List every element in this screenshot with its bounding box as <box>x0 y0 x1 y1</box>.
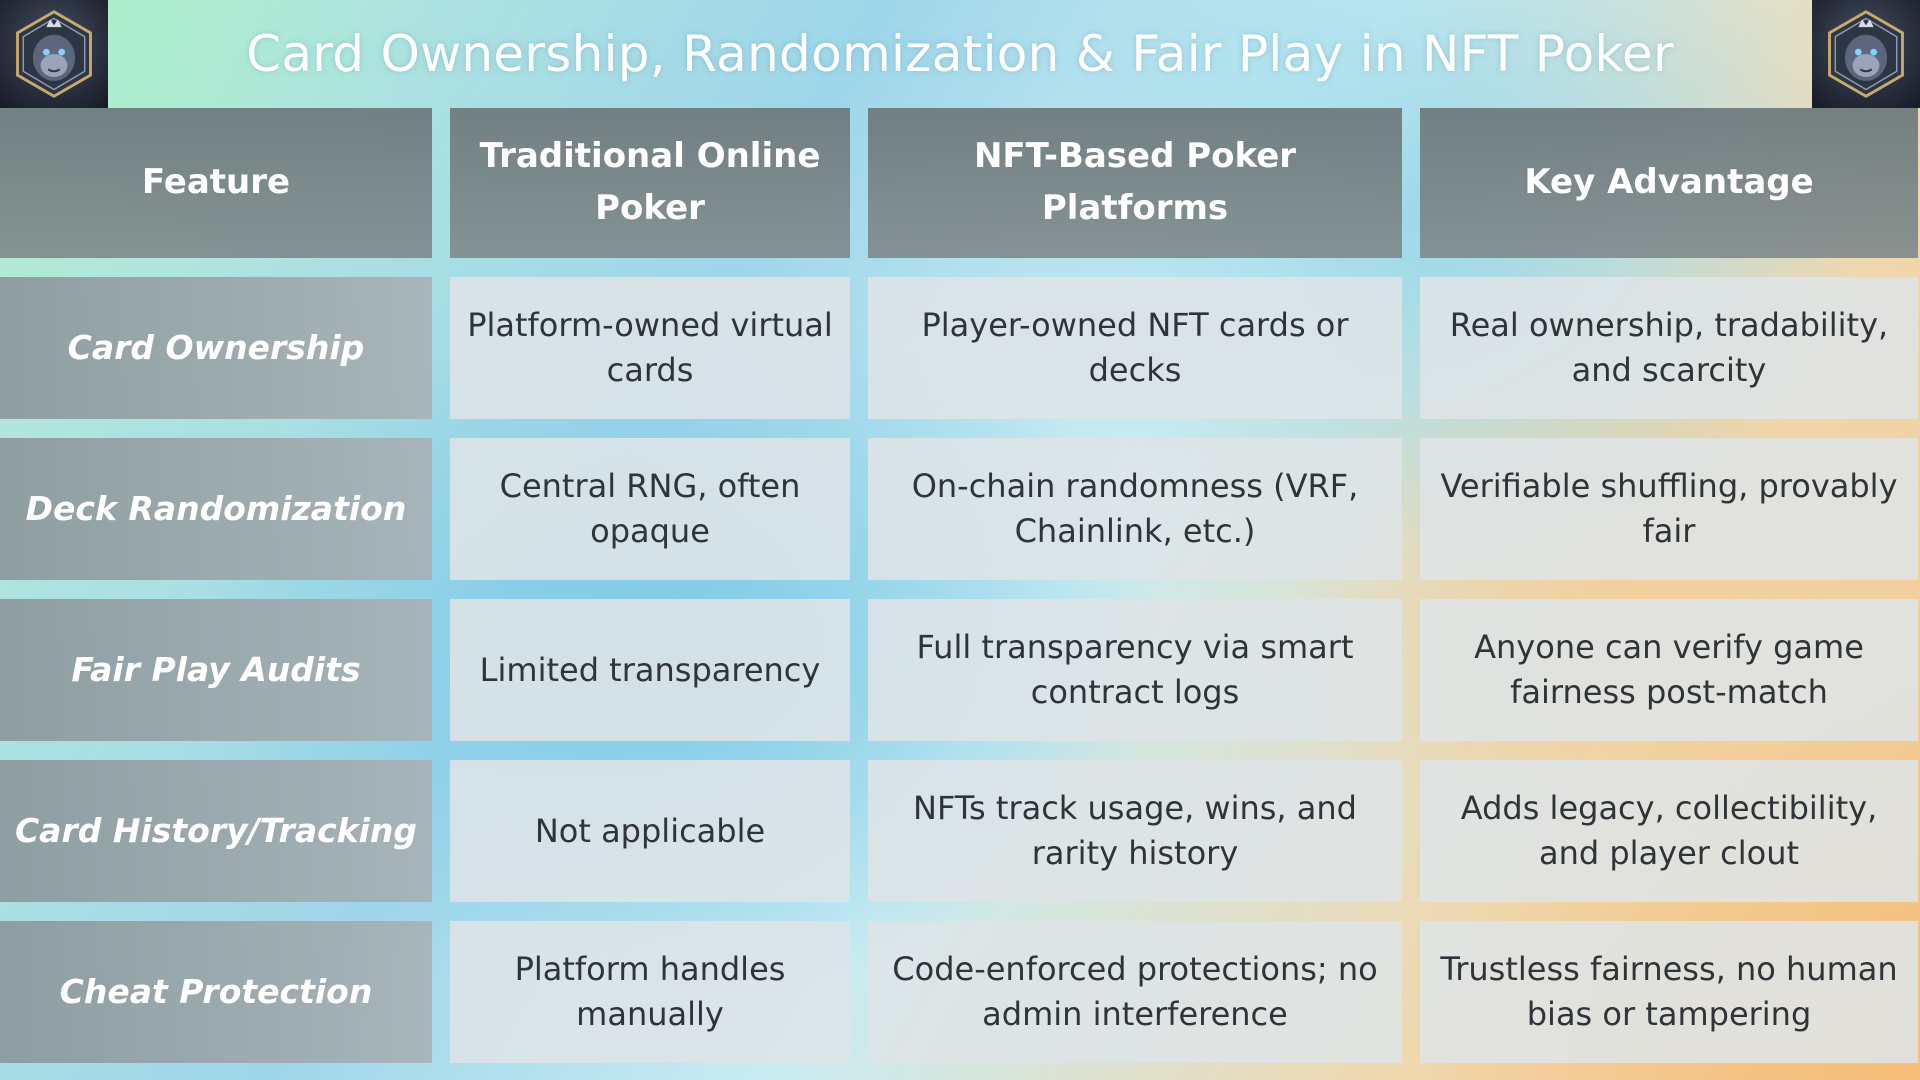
cell-nft: NFTs track usage, wins, and rarity histo… <box>868 760 1402 902</box>
cell-advantage: Real ownership, tradability, and scarcit… <box>1420 277 1918 419</box>
gorilla-crest-icon <box>16 10 92 98</box>
header-feature: Feature <box>0 108 432 258</box>
cell-traditional: Not applicable <box>450 760 850 902</box>
comparison-table: Feature Traditional Online Poker NFT-Bas… <box>0 108 1920 1063</box>
cell-traditional: Central RNG, often opaque <box>450 438 850 580</box>
row-label-card-ownership: Card Ownership <box>0 277 432 419</box>
header-traditional: Traditional Online Poker <box>450 108 850 258</box>
cell-nft: Full transparency via smart contract log… <box>868 599 1402 741</box>
row-label-card-history-tracking: Card History/Tracking <box>0 760 432 902</box>
gorilla-crest-icon <box>1828 10 1904 98</box>
cell-traditional: Platform-owned virtual cards <box>450 277 850 419</box>
logo-left <box>0 0 108 108</box>
cell-traditional: Platform handles manually <box>450 921 850 1063</box>
row-label-fair-play-audits: Fair Play Audits <box>0 599 432 741</box>
row-label-deck-randomization: Deck Randomization <box>0 438 432 580</box>
cell-nft: On-chain randomness (VRF, Chainlink, etc… <box>868 438 1402 580</box>
cell-advantage: Verifiable shuffling, provably fair <box>1420 438 1918 580</box>
cell-traditional: Limited transparency <box>450 599 850 741</box>
header-advantage: Key Advantage <box>1420 108 1918 258</box>
page-title: Card Ownership, Randomization & Fair Pla… <box>246 25 1674 83</box>
cell-advantage: Trustless fairness, no human bias or tam… <box>1420 921 1918 1063</box>
cell-nft: Player-owned NFT cards or decks <box>868 277 1402 419</box>
cell-advantage: Adds legacy, collectibility, and player … <box>1420 760 1918 902</box>
cell-nft: Code-enforced protections; no admin inte… <box>868 921 1402 1063</box>
cell-advantage: Anyone can verify game fairness post-mat… <box>1420 599 1918 741</box>
logo-right <box>1812 0 1920 108</box>
header-nft: NFT-Based Poker Platforms <box>868 108 1402 258</box>
row-label-cheat-protection: Cheat Protection <box>0 921 432 1063</box>
